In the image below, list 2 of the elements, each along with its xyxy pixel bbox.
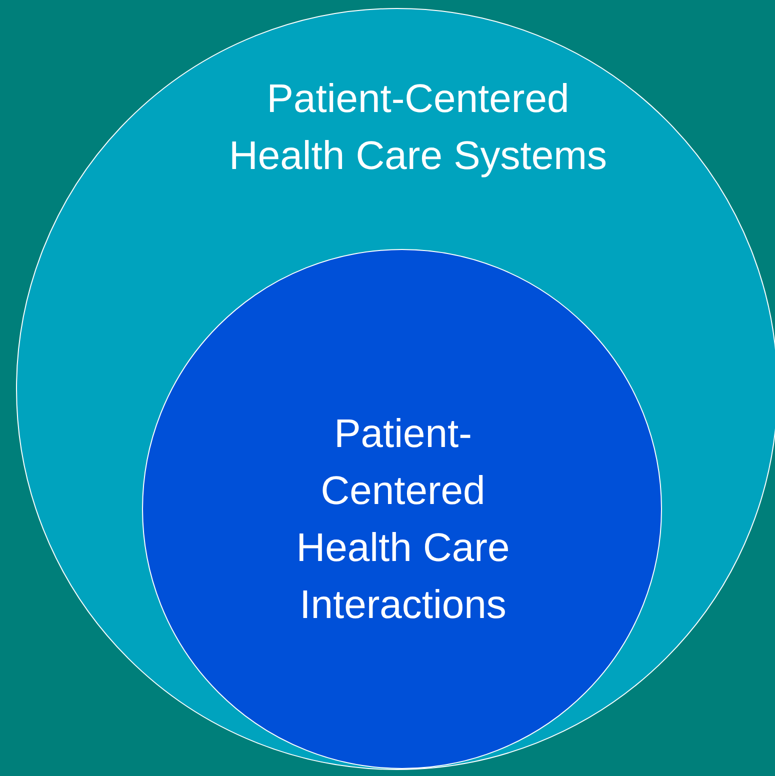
circle-label: Patient-Centered Health Care Systems — [228, 76, 608, 180]
circle-label: Patient-Centered Health Care Interactions — [295, 411, 511, 629]
